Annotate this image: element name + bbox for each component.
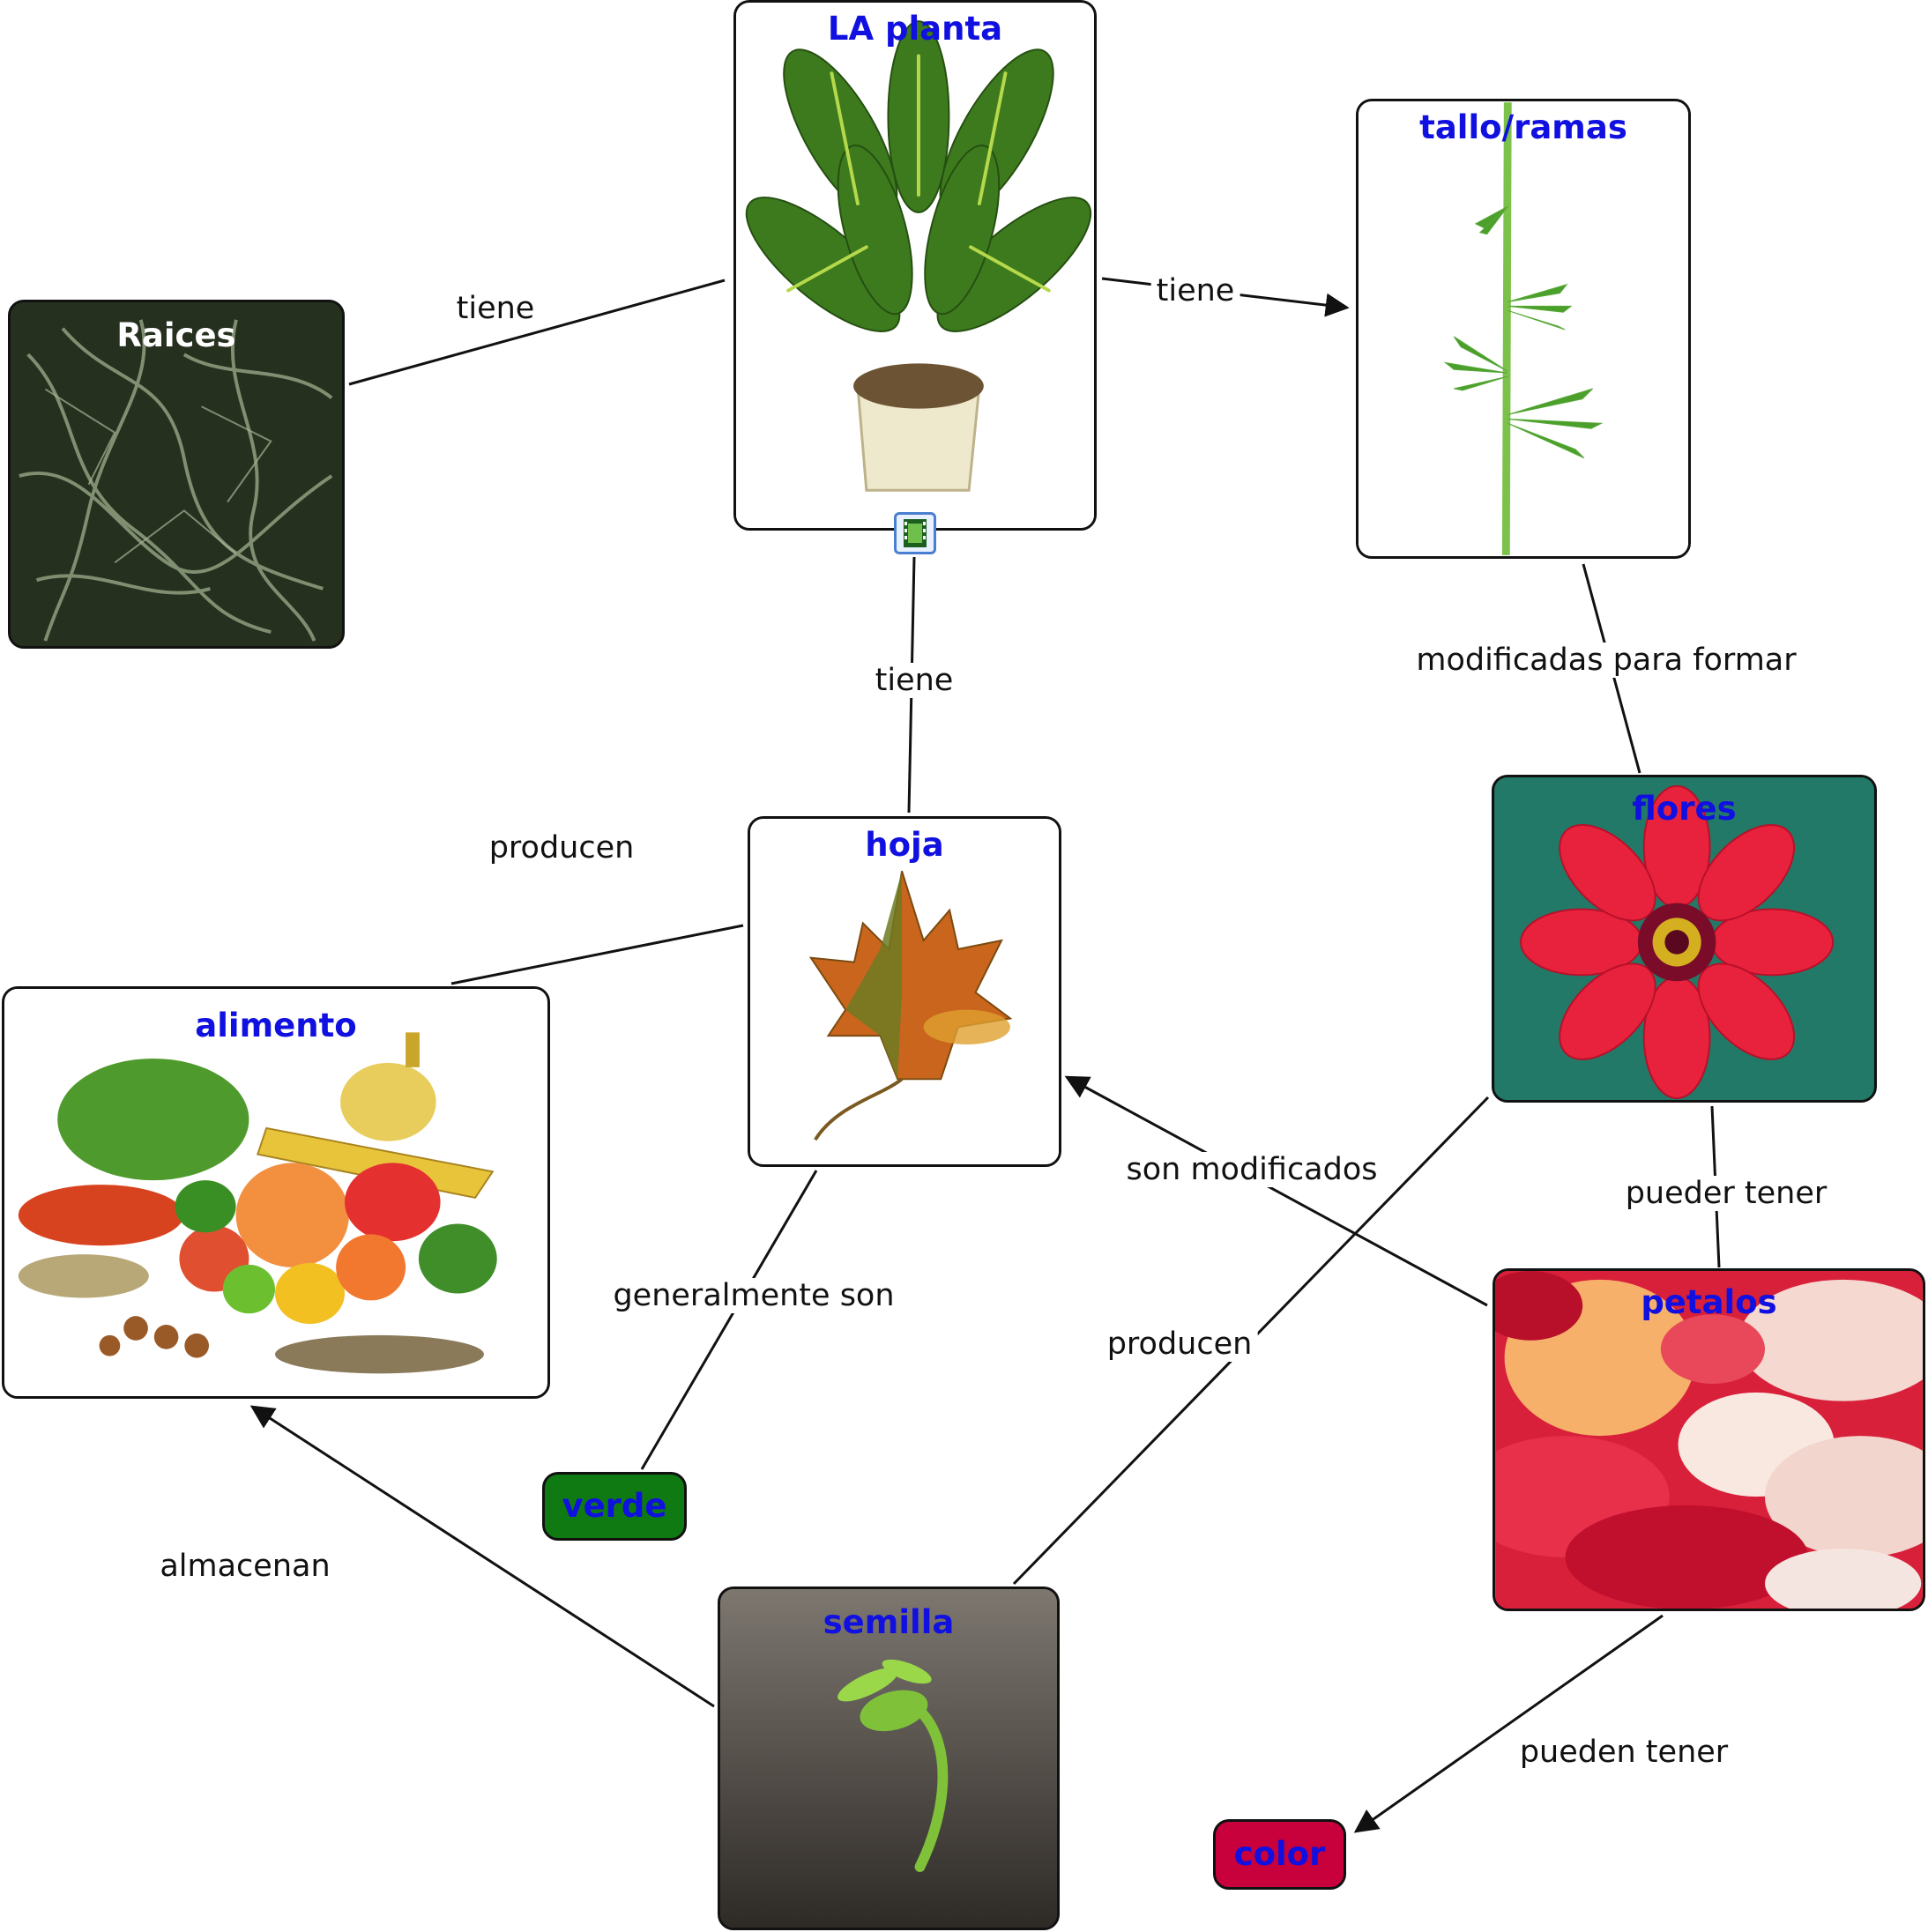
link-label-flores-semilla: producen: [1101, 1326, 1258, 1362]
red-flower-image: [1494, 777, 1874, 1100]
link-label-planta-hoja: tiene: [869, 663, 959, 698]
node-title: LA planta: [827, 10, 1003, 48]
potted-plant-image: [736, 4, 1094, 527]
node-title: Raices: [116, 316, 236, 354]
node-petalos[interactable]: petalos: [1493, 1268, 1925, 1611]
node-verde[interactable]: verde: [542, 1472, 687, 1541]
node-title: petalos: [1641, 1283, 1777, 1321]
node-title: hoja: [865, 826, 944, 864]
petals-image: [1495, 1271, 1923, 1609]
node-planta[interactable]: LA planta: [733, 0, 1097, 531]
video-icon[interactable]: [894, 512, 936, 554]
link-hoja-alimento: [450, 924, 744, 985]
link-planta-raices: [348, 279, 726, 386]
node-alimento[interactable]: alimento: [2, 986, 550, 1399]
bamboo-stem-image: [1359, 102, 1688, 555]
roots-image: [11, 302, 342, 646]
link-label-petalos-color: pueden tener: [1514, 1735, 1734, 1770]
maple-leaf-image: [750, 819, 1059, 1164]
node-flores[interactable]: flores: [1492, 775, 1877, 1103]
node-hoja[interactable]: hoja: [748, 816, 1061, 1167]
food-image: [4, 989, 547, 1396]
node-raices[interactable]: Raices: [8, 300, 345, 649]
link-label-tallo-flores: modificadas para formar: [1411, 643, 1802, 678]
node-title: semilla: [823, 1603, 955, 1641]
node-tallo[interactable]: tallo/ramas: [1356, 99, 1691, 559]
link-label-planta-tallo: tiene: [1150, 273, 1240, 308]
node-title: tallo/ramas: [1419, 108, 1627, 146]
link-label-semilla-alimento: almacenan: [154, 1549, 336, 1584]
seedling-image: [720, 1589, 1057, 1928]
link-label-planta-raices: tiene: [450, 291, 540, 326]
node-color[interactable]: color: [1213, 1819, 1346, 1890]
link-petalos-color: [1353, 1614, 1664, 1833]
link-label-hoja-verde: generalmente son: [607, 1278, 900, 1313]
node-title: alimento: [195, 1007, 357, 1044]
node-title: flores: [1632, 790, 1737, 828]
link-label-flores-petalos: pueder tener: [1619, 1176, 1833, 1211]
link-hoja-verde: [640, 1170, 818, 1470]
film-strip-icon: [904, 519, 927, 547]
link-petalos-hoja: [1064, 1075, 1488, 1307]
node-semilla[interactable]: semilla: [718, 1586, 1060, 1930]
link-label-petalos-hoja: son modificados: [1120, 1152, 1383, 1187]
link-semilla-alimento: [249, 1405, 715, 1708]
link-label-hoja-alimento: producen: [483, 830, 640, 866]
